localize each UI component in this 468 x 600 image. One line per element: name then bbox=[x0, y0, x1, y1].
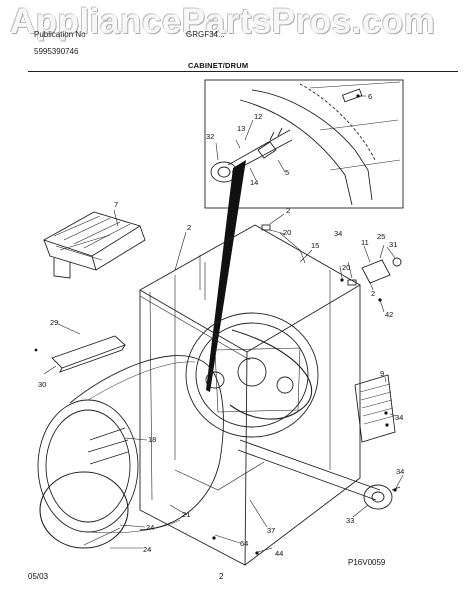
drum-seal bbox=[39, 471, 129, 549]
fastener-dots bbox=[34, 94, 397, 555]
drying-rack bbox=[42, 211, 146, 279]
footer-figure-code: P16V0059 bbox=[348, 558, 386, 567]
inset-drum-closeup bbox=[210, 81, 401, 206]
callout-33: 33 bbox=[346, 516, 354, 525]
callout-44: 44 bbox=[275, 549, 283, 558]
section-title: CABINET/DRUM bbox=[188, 61, 249, 70]
publication-label: Publication No bbox=[34, 30, 86, 39]
callout-30: 30 bbox=[38, 380, 46, 389]
exhaust-tube bbox=[237, 439, 381, 501]
callout-31: 31 bbox=[389, 240, 397, 249]
callout-6: 6 bbox=[368, 92, 372, 101]
callout-5: 5 bbox=[285, 168, 289, 177]
cabinet-clip-20b bbox=[347, 279, 357, 286]
motor-part-33 bbox=[363, 484, 393, 510]
drive-belt bbox=[229, 329, 313, 420]
drum-baffle-screws bbox=[87, 427, 129, 465]
callout-64: 64 bbox=[240, 539, 248, 548]
callout-2-right: 2 bbox=[371, 289, 375, 298]
callout-34-motor: 34 bbox=[396, 467, 404, 476]
footer-page-number: 2 bbox=[219, 572, 224, 581]
callout-15: 15 bbox=[311, 241, 319, 250]
header-rule bbox=[28, 71, 458, 72]
cabinet-clip-20 bbox=[261, 224, 271, 231]
knob-part-31 bbox=[392, 257, 402, 267]
callout-13: 13 bbox=[237, 124, 245, 133]
callout-37: 37 bbox=[267, 526, 275, 535]
rear-bulkhead bbox=[185, 312, 319, 438]
callout-2-top: 2 bbox=[286, 206, 290, 215]
inset-pointer-wedge bbox=[206, 160, 246, 392]
publication-number: 5995390746 bbox=[34, 47, 79, 56]
watermark: AppliancePartsPros.com bbox=[10, 2, 436, 41]
callout-12: 12 bbox=[254, 112, 262, 121]
callout-7: 7 bbox=[114, 200, 118, 209]
callout-25: 25 bbox=[377, 232, 385, 241]
inset-roller-bracket bbox=[257, 141, 277, 159]
callout-2-cabinet: 2 bbox=[187, 223, 191, 232]
model-number: GRGF34... bbox=[186, 30, 225, 39]
inset-part-6 bbox=[341, 88, 363, 103]
callout-34-heater: 34 bbox=[395, 413, 403, 422]
bracket-part-11 bbox=[361, 259, 391, 284]
callout-29: 29 bbox=[50, 318, 58, 327]
lint-filter bbox=[51, 335, 126, 369]
callout-9: 9 bbox=[380, 369, 384, 378]
footer-date: 05/03 bbox=[28, 572, 49, 581]
tumbler-drum bbox=[37, 355, 224, 534]
heater-assembly bbox=[354, 374, 396, 443]
cabinet-frame bbox=[139, 224, 361, 566]
callout-20-top: 20 bbox=[283, 228, 291, 237]
callout-32: 32 bbox=[206, 132, 214, 141]
callout-21: 21 bbox=[182, 510, 190, 519]
callout-24-lower: 24 bbox=[143, 545, 151, 554]
callout-42: 42 bbox=[385, 310, 393, 319]
callout-34-top: 34 bbox=[334, 229, 342, 238]
inset-detail-box bbox=[204, 79, 404, 209]
callout-11: 11 bbox=[361, 238, 369, 247]
callout-18: 18 bbox=[148, 435, 156, 444]
leader-lines bbox=[43, 95, 404, 553]
callout-24-upper: 24 bbox=[146, 523, 154, 532]
callout-14: 14 bbox=[250, 178, 258, 187]
callout-20-right: 20 bbox=[342, 263, 350, 272]
